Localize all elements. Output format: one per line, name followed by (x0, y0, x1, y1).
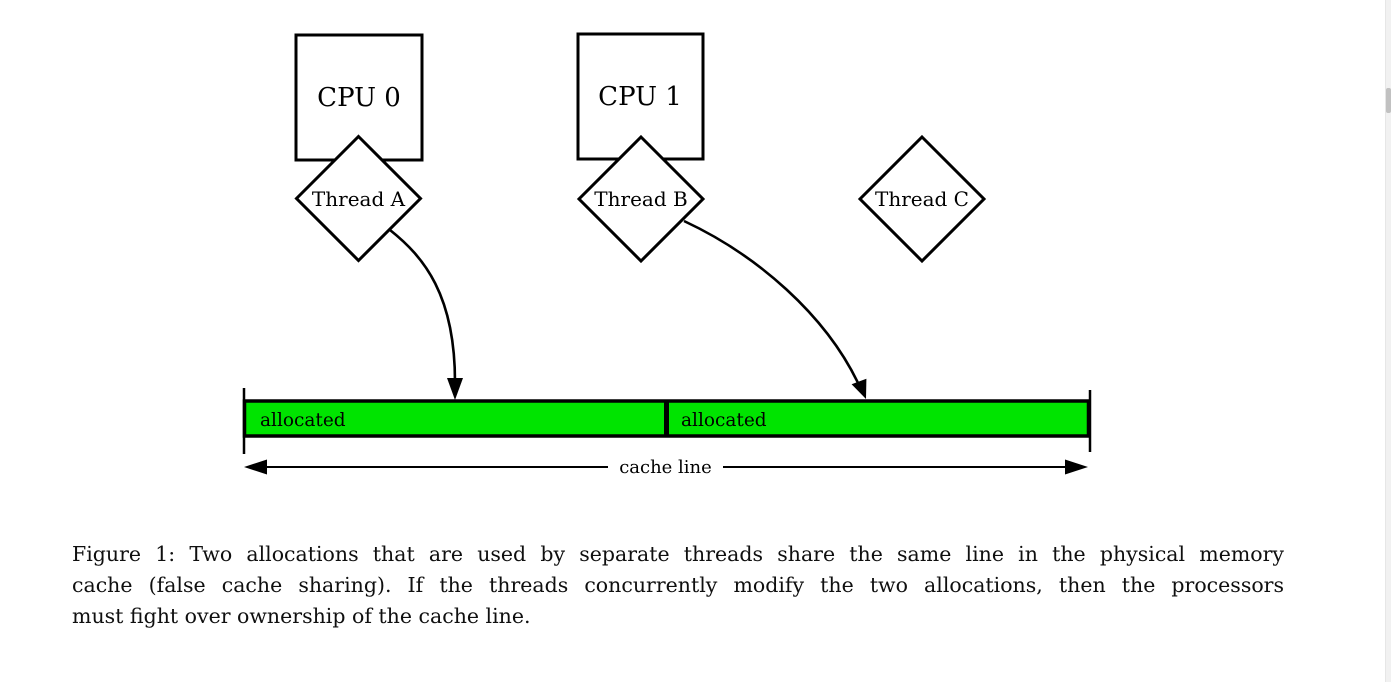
cpu1-label: CPU 1 (598, 82, 682, 112)
thread-b-diamond (576, 134, 706, 264)
allocated-right-label: allocated (681, 410, 767, 431)
thread-c-diamond (857, 134, 987, 264)
thread-b-label: Thread B (594, 187, 687, 211)
figure-caption: Figure 1: Two allocations that are used … (72, 539, 1284, 632)
cache-line-arrowhead-right (1065, 459, 1088, 475)
cache-line-label: cache line (619, 457, 712, 478)
thread-a-arrow (389, 228, 457, 383)
scrollbar-track[interactable] (1385, 0, 1391, 682)
false-sharing-diagram: CPU 0 CPU 1 Thread A Thread B Thread C a… (242, 32, 1092, 478)
thread-b-arrowhead (851, 378, 867, 399)
scrollbar-thumb[interactable] (1386, 88, 1391, 113)
thread-b-arrow (683, 219, 861, 386)
thread-a-arrowhead (447, 378, 463, 400)
caption-line-1: Figure 1: Two allocations that are used … (72, 542, 1284, 566)
allocated-left-label: allocated (260, 410, 346, 431)
caption-line-3: must fight over ownership of the cache l… (72, 604, 531, 628)
thread-a-label: Thread A (312, 187, 406, 211)
cpu0-label: CPU 0 (317, 83, 401, 113)
thread-c-label: Thread C (875, 187, 969, 211)
caption-line-2: cache (false cache sharing). If the thre… (72, 573, 1284, 597)
thread-a-diamond (294, 134, 423, 263)
cache-line-arrowhead-left (244, 459, 267, 475)
